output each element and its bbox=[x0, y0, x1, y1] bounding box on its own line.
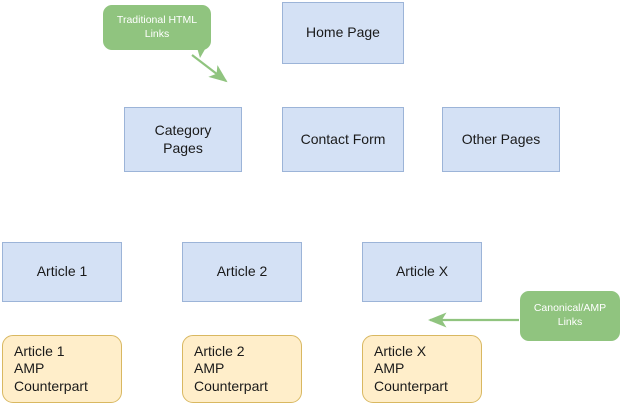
box-article-2[interactable]: Article 2 bbox=[182, 242, 302, 302]
callout-canonical-amp-links[interactable]: Canonical/AMP Links bbox=[520, 291, 620, 341]
box-contact-form[interactable]: Contact Form bbox=[282, 107, 404, 172]
callout-traditional-html-links[interactable]: Traditional HTML Links bbox=[103, 5, 211, 50]
box-article-x-amp-counterpart[interactable]: Article X AMP Counterpart bbox=[362, 335, 482, 403]
box-other-pages[interactable]: Other Pages bbox=[442, 107, 560, 172]
box-article-1[interactable]: Article 1 bbox=[2, 242, 122, 302]
box-article-1-amp-counterpart[interactable]: Article 1 AMP Counterpart bbox=[2, 335, 122, 403]
box-category-pages[interactable]: Category Pages bbox=[124, 107, 242, 172]
box-article-2-amp-counterpart[interactable]: Article 2 AMP Counterpart bbox=[182, 335, 302, 403]
box-article-x[interactable]: Article X bbox=[362, 242, 482, 302]
arrow-traditional-links bbox=[191, 54, 228, 83]
box-home-page[interactable]: Home Page bbox=[282, 2, 404, 64]
